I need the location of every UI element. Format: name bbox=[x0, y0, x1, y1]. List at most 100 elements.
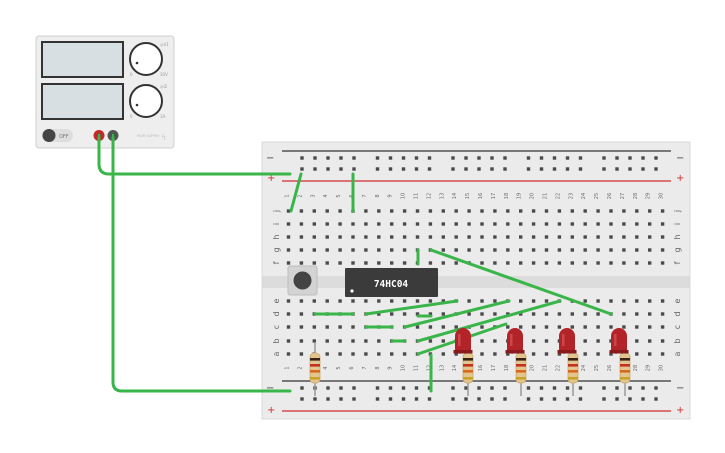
breadboard-hole[interactable] bbox=[660, 325, 665, 329]
breadboard-hole[interactable] bbox=[441, 261, 445, 265]
breadboard-hole[interactable] bbox=[427, 167, 432, 171]
breadboard-hole[interactable] bbox=[338, 339, 342, 343]
breadboard-hole[interactable] bbox=[531, 352, 536, 356]
breadboard-hole[interactable] bbox=[493, 222, 497, 226]
breadboard-hole[interactable] bbox=[557, 235, 562, 239]
breadboard-hole[interactable] bbox=[441, 235, 445, 239]
breadboard-hole[interactable] bbox=[609, 235, 613, 239]
breadboard-hole[interactable] bbox=[622, 299, 626, 303]
led[interactable] bbox=[453, 328, 473, 354]
breadboard-hole[interactable] bbox=[464, 167, 468, 171]
breadboard-hole[interactable] bbox=[351, 299, 355, 303]
breadboard-hole[interactable] bbox=[286, 235, 291, 239]
breadboard-hole[interactable] bbox=[628, 397, 632, 401]
breadboard-hole[interactable] bbox=[557, 248, 562, 252]
breadboard-hole[interactable] bbox=[427, 156, 432, 160]
breadboard-hole[interactable] bbox=[635, 312, 639, 316]
breadboard-hole[interactable] bbox=[544, 248, 549, 252]
breadboard-hole[interactable] bbox=[464, 386, 468, 390]
breadboard-hole[interactable] bbox=[441, 339, 445, 343]
breadboard-hole[interactable] bbox=[480, 222, 484, 226]
breadboard-hole[interactable] bbox=[503, 156, 507, 160]
breadboard-hole[interactable] bbox=[467, 248, 471, 252]
breadboard-hole[interactable] bbox=[415, 209, 420, 213]
breadboard-hole[interactable] bbox=[519, 248, 523, 252]
breadboard-hole[interactable] bbox=[506, 312, 510, 316]
breadboard-hole[interactable] bbox=[480, 312, 484, 316]
breadboard-hole[interactable] bbox=[544, 209, 549, 213]
breadboard-hole[interactable] bbox=[364, 299, 368, 303]
breadboard-hole[interactable] bbox=[654, 167, 658, 171]
breadboard-hole[interactable] bbox=[377, 299, 381, 303]
breadboard-hole[interactable] bbox=[402, 261, 407, 265]
breadboard-hole[interactable] bbox=[609, 222, 613, 226]
breadboard-hole[interactable] bbox=[526, 167, 531, 171]
breadboard-hole[interactable] bbox=[570, 248, 574, 252]
breadboard-hole[interactable] bbox=[596, 325, 600, 329]
breadboard-hole[interactable] bbox=[583, 248, 587, 252]
breadboard-hole[interactable] bbox=[596, 339, 600, 343]
breadboard-hole[interactable] bbox=[660, 312, 665, 316]
breadboard-hole[interactable] bbox=[635, 352, 639, 356]
breadboard-hole[interactable] bbox=[660, 248, 665, 252]
breadboard-hole[interactable] bbox=[338, 352, 342, 356]
breadboard-hole[interactable] bbox=[351, 222, 355, 226]
breadboard-hole[interactable] bbox=[539, 156, 544, 160]
breadboard-hole[interactable] bbox=[526, 386, 531, 390]
breadboard-hole[interactable] bbox=[377, 339, 381, 343]
breadboard-hole[interactable] bbox=[596, 299, 600, 303]
breadboard-hole[interactable] bbox=[578, 386, 583, 390]
breadboard-hole[interactable] bbox=[401, 397, 406, 401]
breadboard-hole[interactable] bbox=[531, 209, 536, 213]
breadboard-hole[interactable] bbox=[622, 235, 626, 239]
breadboard-hole[interactable] bbox=[299, 248, 304, 252]
breadboard-hole[interactable] bbox=[641, 386, 645, 390]
voltage-knob[interactable] bbox=[129, 42, 163, 76]
breadboard-hole[interactable] bbox=[467, 299, 471, 303]
breadboard-hole[interactable] bbox=[338, 299, 342, 303]
breadboard-hole[interactable] bbox=[428, 325, 433, 329]
breadboard-hole[interactable] bbox=[402, 299, 407, 303]
breadboard-hole[interactable] bbox=[339, 167, 343, 171]
breadboard-hole[interactable] bbox=[388, 397, 393, 401]
breadboard-hole[interactable] bbox=[519, 261, 523, 265]
breadboard-hole[interactable] bbox=[615, 156, 619, 160]
breadboard-hole[interactable] bbox=[578, 167, 583, 171]
breadboard-hole[interactable] bbox=[351, 339, 355, 343]
breadboard-hole[interactable] bbox=[326, 386, 330, 390]
breadboard-hole[interactable] bbox=[286, 299, 291, 303]
breadboard-hole[interactable] bbox=[325, 339, 329, 343]
breadboard-hole[interactable] bbox=[325, 261, 329, 265]
breadboard-hole[interactable] bbox=[390, 299, 394, 303]
breadboard-hole[interactable] bbox=[506, 222, 510, 226]
breadboard-hole[interactable] bbox=[493, 352, 497, 356]
breadboard-hole[interactable] bbox=[609, 352, 613, 356]
breadboard-hole[interactable] bbox=[622, 261, 626, 265]
breadboard-hole[interactable] bbox=[312, 339, 316, 343]
breadboard-hole[interactable] bbox=[325, 248, 329, 252]
breadboard-hole[interactable] bbox=[570, 325, 574, 329]
breadboard-hole[interactable] bbox=[325, 222, 329, 226]
breadboard-hole[interactable] bbox=[467, 209, 471, 213]
breadboard-hole[interactable] bbox=[441, 222, 445, 226]
breadboard-hole[interactable] bbox=[490, 386, 494, 390]
breadboard-hole[interactable] bbox=[477, 397, 481, 401]
breadboard-hole[interactable] bbox=[531, 312, 536, 316]
breadboard-hole[interactable] bbox=[377, 261, 381, 265]
breadboard-hole[interactable] bbox=[364, 248, 368, 252]
breadboard-hole[interactable] bbox=[544, 339, 549, 343]
breadboard-hole[interactable] bbox=[286, 312, 291, 316]
breadboard-hole[interactable] bbox=[648, 352, 652, 356]
breadboard-hole[interactable] bbox=[441, 299, 445, 303]
breadboard-hole[interactable] bbox=[622, 222, 626, 226]
breadboard-hole[interactable] bbox=[352, 397, 356, 401]
breadboard-hole[interactable] bbox=[490, 397, 494, 401]
breadboard-hole[interactable] bbox=[531, 299, 536, 303]
breadboard-hole[interactable] bbox=[583, 235, 587, 239]
breadboard-hole[interactable] bbox=[557, 325, 562, 329]
breadboard-hole[interactable] bbox=[654, 386, 658, 390]
breadboard-hole[interactable] bbox=[641, 156, 645, 160]
breadboard-hole[interactable] bbox=[326, 167, 330, 171]
breadboard-hole[interactable] bbox=[583, 261, 587, 265]
breadboard-hole[interactable] bbox=[635, 325, 639, 329]
